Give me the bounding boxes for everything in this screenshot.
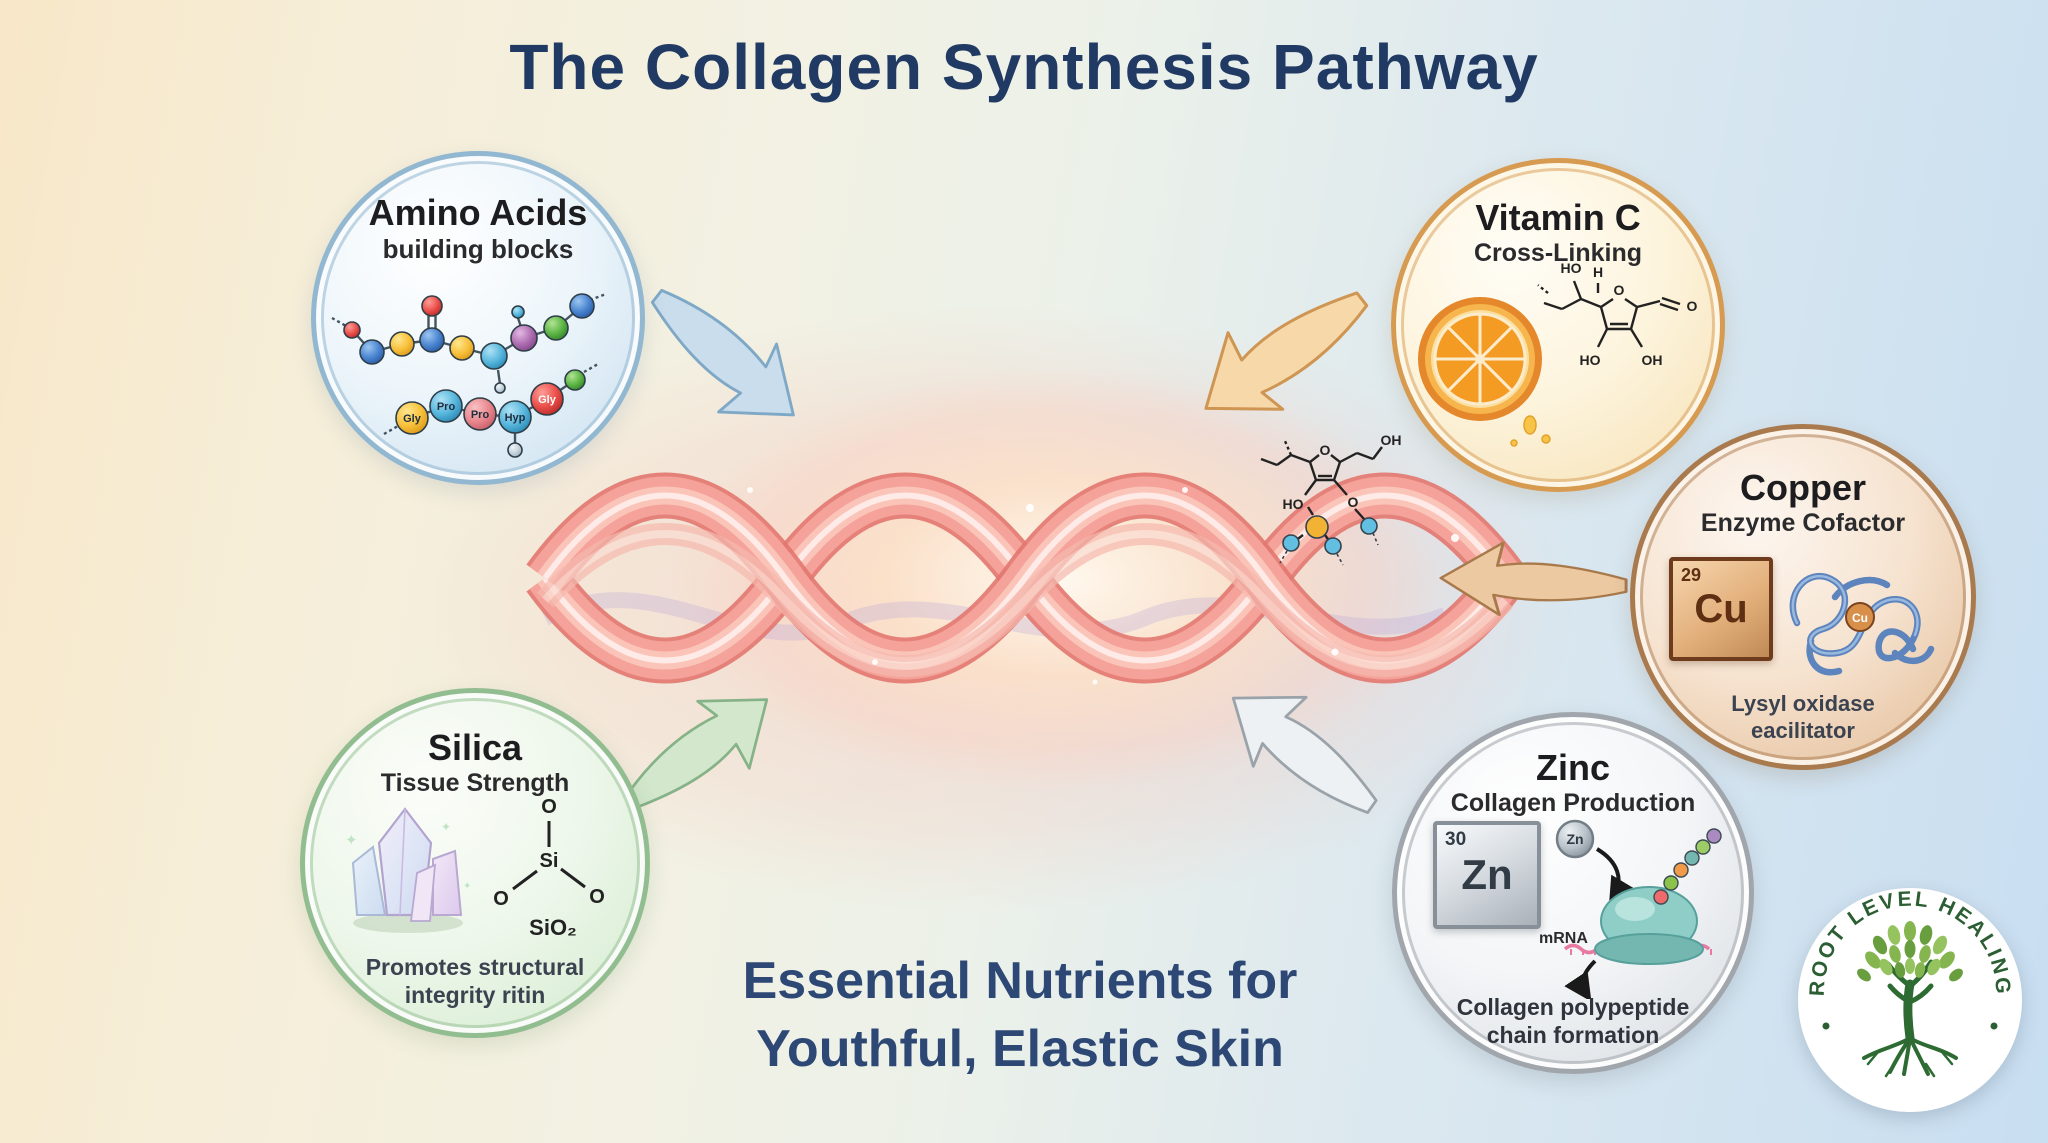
silica-o-right-label: O bbox=[589, 886, 605, 908]
copper-symbol: Cu bbox=[1694, 587, 1748, 631]
copper-ion-ball bbox=[1845, 602, 1875, 632]
ascorbic-ho-bottom-label: HO bbox=[1580, 352, 1601, 368]
silica-node: Silica Tissue Strength ✦ ✦ ✦ bbox=[300, 688, 650, 1038]
polypeptide-bead-chain bbox=[1653, 828, 1722, 905]
footer-tagline: Essential Nutrients for Youthful, Elasti… bbox=[520, 948, 1520, 1083]
bead-gly-1-label: Gly bbox=[403, 413, 422, 425]
svg-text:✦: ✦ bbox=[463, 881, 471, 892]
svg-text:✦: ✦ bbox=[441, 820, 451, 834]
amino-labeled-beads bbox=[395, 382, 564, 435]
vitamin-c-node: Vitamin C Cross-Linking bbox=[1391, 158, 1725, 492]
ascorbic-o-ring-label: O bbox=[1614, 282, 1625, 298]
zinc-node: Zinc Collagen Production 30 Zn Zn bbox=[1392, 712, 1754, 1074]
crystal-sparkles: ✦ ✦ ✦ bbox=[345, 820, 471, 892]
zinc-ion-label: Zn bbox=[1566, 831, 1583, 847]
ascorbic-h-label: H bbox=[1593, 264, 1603, 280]
amino-acid-chain-illustration: Gly Pro Pro Hyp Gly bbox=[331, 292, 607, 458]
logo-dot-left bbox=[1822, 1022, 1830, 1030]
vitamin-c-subtitle: Cross-Linking bbox=[1473, 239, 1643, 267]
helix-thin-strand bbox=[536, 523, 1514, 677]
silica-si-label: Si bbox=[540, 850, 559, 872]
copper-element-tile: 29 Cu bbox=[1669, 557, 1773, 661]
zinc-caption-line2: chain formation bbox=[1486, 1022, 1660, 1049]
lysyl-oxidase-protein-illustration: Cu bbox=[1789, 573, 1935, 676]
ascorbic-oh-bottom-label: OH bbox=[1642, 352, 1663, 368]
copper-ion-label: Cu bbox=[1852, 611, 1868, 625]
copper-caption-line1: Lysyl oxidase bbox=[1731, 691, 1875, 716]
tagline-line1: Essential Nutrients for bbox=[742, 952, 1298, 1010]
juice-droplets bbox=[1510, 415, 1551, 447]
silica-structure: O Si O O SiO₂ bbox=[493, 796, 605, 940]
silica-caption-line1: Promotes structural bbox=[365, 954, 585, 980]
ascorbic-ho-top-label: HO bbox=[1561, 260, 1582, 276]
copper-caption-line2: eacilitator bbox=[1751, 717, 1855, 743]
silica-caption-line2: integrity ritin bbox=[404, 982, 546, 1009]
silica-o-top-label: O bbox=[541, 796, 557, 818]
bead-pro-1-label: Pro bbox=[437, 401, 456, 413]
amino-acids-subtitle: building blocks bbox=[382, 234, 574, 264]
orange-slice-icon bbox=[1418, 297, 1551, 447]
logo-artwork: ROOT LEVEL HEALING bbox=[1806, 888, 2012, 1078]
silica-subtitle: Tissue Strength bbox=[380, 769, 570, 797]
ascorbic-acid-structure: HO H O O HO OH bbox=[1537, 260, 1698, 368]
zinc-element-tile: 30 Zn bbox=[1433, 821, 1541, 929]
zinc-atomic-number: 30 bbox=[1445, 829, 1467, 850]
orange-segments bbox=[1433, 312, 1527, 406]
silica-formula-label: SiO₂ bbox=[529, 915, 577, 940]
page-title: The Collagen Synthesis Pathway bbox=[509, 31, 1539, 103]
ribosome-translation-illustration: Zn mRNA bbox=[1539, 819, 1722, 999]
arrow-zinc-to-helix bbox=[1231, 695, 1378, 814]
logo-dot-right bbox=[1990, 1022, 1998, 1030]
silica-o-left-label: O bbox=[493, 888, 509, 910]
zinc-to-ribosome-arrow bbox=[1595, 847, 1636, 906]
bead-hyp-label: Hyp bbox=[505, 412, 526, 424]
amino-acids-node: Amino Acids building blocks bbox=[311, 151, 645, 485]
zinc-ion-ball bbox=[1555, 819, 1595, 859]
arrow-silica-to-helix bbox=[624, 698, 769, 810]
copper-node: Copper Enzyme Cofactor 29 Cu Cu Lysyl ox… bbox=[1630, 424, 1976, 770]
svg-text:✦: ✦ bbox=[345, 832, 358, 849]
ribosome bbox=[1594, 886, 1704, 965]
zinc-caption-line1: Collagen polypeptide bbox=[1456, 994, 1690, 1020]
ribosome-to-caption-arrow bbox=[1564, 959, 1597, 999]
copper-title: Copper bbox=[1740, 467, 1866, 508]
mrna-label: mRNA bbox=[1539, 930, 1588, 947]
zinc-symbol: Zn bbox=[1461, 851, 1513, 898]
zinc-title: Zinc bbox=[1535, 747, 1610, 788]
amino-chain-balls bbox=[343, 293, 595, 458]
crosslink-ho-label: HO bbox=[1283, 496, 1304, 512]
crystal-cluster-icon: ✦ ✦ ✦ bbox=[345, 807, 471, 933]
arrow-vitaminc-to-helix bbox=[1204, 291, 1369, 411]
crosslink-beads bbox=[1279, 515, 1379, 566]
crosslink-oh-label: OH bbox=[1381, 432, 1402, 448]
crosslink-molecule-illustration: O OH HO O bbox=[1260, 432, 1402, 566]
ascorbic-o-carbonyl-label: O bbox=[1687, 298, 1698, 314]
arrow-copper-to-helix bbox=[1439, 541, 1628, 616]
zinc-subtitle: Collagen Production bbox=[1450, 789, 1696, 817]
logo-tree-leaves bbox=[1857, 921, 1963, 982]
root-level-healing-logo: ROOT LEVEL HEALING bbox=[1798, 888, 2022, 1112]
crosslink-o-ring-label: O bbox=[1320, 442, 1331, 458]
bead-pro-2-label: Pro bbox=[471, 409, 490, 421]
collagen-helix-illustration bbox=[526, 472, 1524, 685]
silica-title: Silica bbox=[427, 727, 523, 768]
vitamin-c-title: Vitamin C bbox=[1475, 197, 1641, 238]
amino-acids-title: Amino Acids bbox=[368, 192, 588, 233]
copper-atomic-number: 29 bbox=[1681, 565, 1702, 585]
copper-subtitle: Enzyme Cofactor bbox=[1700, 509, 1906, 537]
tagline-line2: Youthful, Elastic Skin bbox=[756, 1019, 1284, 1078]
crosslink-o-label: O bbox=[1348, 494, 1359, 510]
arrow-amino-to-helix bbox=[650, 288, 795, 417]
logo-tree bbox=[1857, 921, 1963, 1078]
helix-sparkles bbox=[747, 487, 1459, 685]
bead-gly-2-label: Gly bbox=[538, 394, 557, 406]
